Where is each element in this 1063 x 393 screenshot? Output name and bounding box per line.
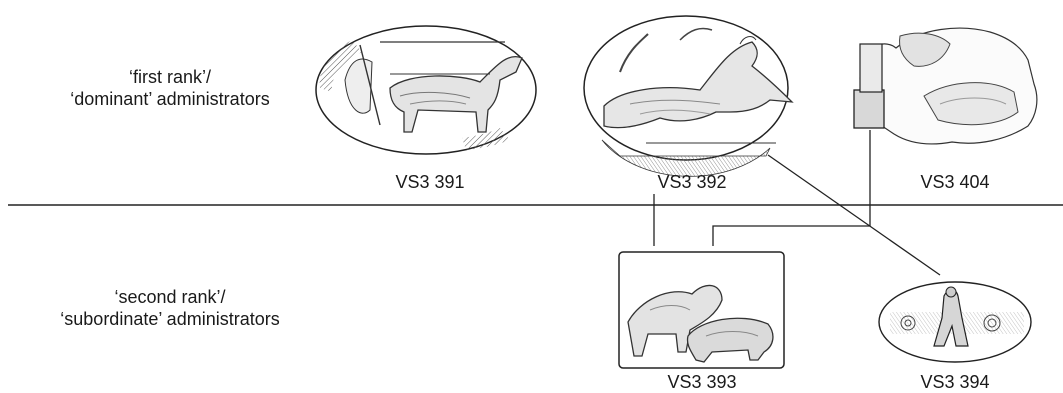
- seal-vs3-392-drawing: [584, 16, 792, 176]
- caption-vs3-391: VS3 391: [370, 172, 490, 193]
- caption-vs3-393: VS3 393: [642, 372, 762, 393]
- caption-vs3-404: VS3 404: [895, 172, 1015, 193]
- seal-vs3-404-drawing: [854, 28, 1037, 144]
- seal-vs3-394-drawing: [879, 282, 1031, 362]
- caption-vs3-394: VS3 394: [895, 372, 1015, 393]
- seal-vs3-393-drawing: [619, 252, 784, 368]
- caption-vs3-392: VS3 392: [632, 172, 752, 193]
- seal-vs3-391-drawing: [316, 26, 536, 154]
